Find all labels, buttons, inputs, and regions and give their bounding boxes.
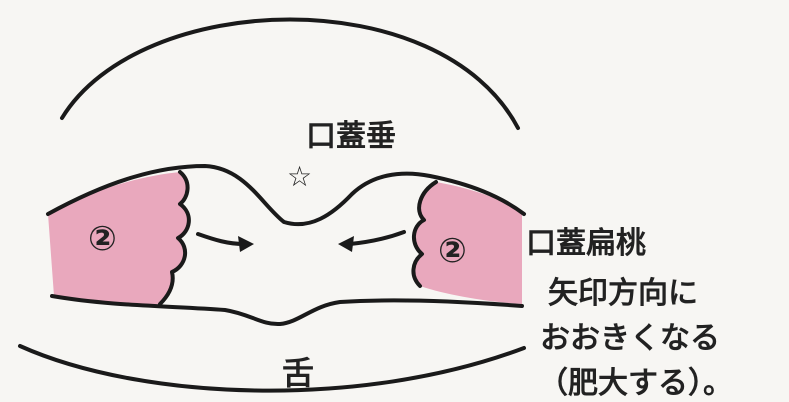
upper-mouth-contour [46,164,526,227]
star-marker-icon: ☆ [287,160,312,193]
uvula-label: 口蓋垂 [306,119,396,154]
right-tonsil [413,182,522,304]
tongue-label: 舌 [282,354,314,392]
note-line-1: 矢印方向に [548,276,698,311]
tongue-arc-line [18,344,526,393]
note-line-3: （肥大する）。 [538,366,733,401]
note-line-2: おおきくなる [540,321,720,356]
palate-arch-line [60,17,520,130]
right-tonsil-scallop [411,180,438,288]
right-tonsil-marker: ② [438,231,467,271]
left-arrow-icon [196,232,254,252]
left-tonsil-marker: ② [88,219,117,259]
lower-mouth-contour [50,294,524,327]
left-tonsil-scallop [158,170,191,306]
right-arrow-icon [338,230,406,252]
tonsil-label: 口蓋扁桃 [526,226,646,261]
left-tonsil [48,172,189,306]
